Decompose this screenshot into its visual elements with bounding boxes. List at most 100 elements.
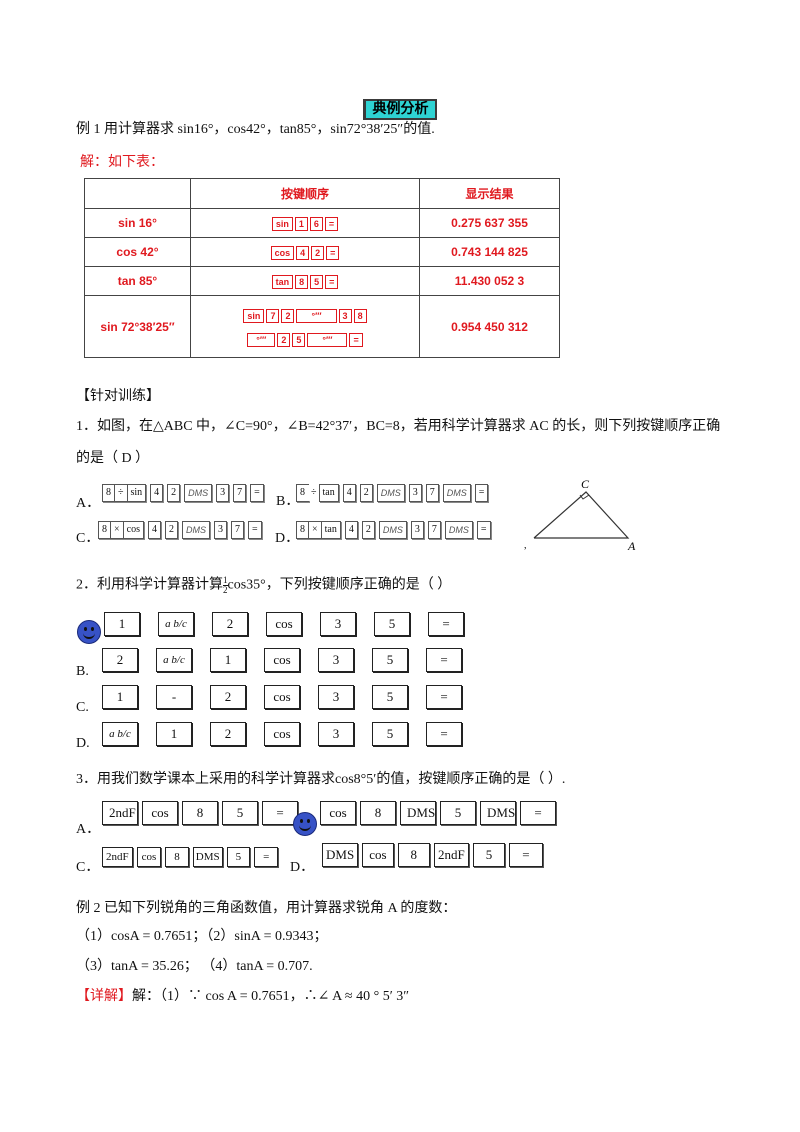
key: = [474,484,489,502]
key: cos [264,685,300,709]
q1-text-line2: 的是（ D ） [76,451,150,466]
q1-option-a-keys: 8 ÷ sin 4 2 DMS 3 7 = [102,484,268,502]
key: 3 [338,308,352,323]
q2-frac-den: 2 [223,585,228,595]
key: 8 [360,801,396,825]
detail-label: 【详解】 [76,989,132,1004]
key: cos [136,847,162,867]
key: 8 [182,801,218,825]
example2-item2: （3）tanA = 35.26； （4）tanA = 0.707. [76,959,313,974]
q2-text-post: cos35°，下列按键顺序正确的是（ ） [227,577,452,593]
q2-option-c-letter: C. [76,700,89,715]
key: °′″ [307,332,348,347]
key: 2 [102,648,138,672]
key: a b/c [102,722,138,746]
key: 2 [277,332,291,347]
key: = [426,685,462,709]
q1-option-b-letter: B． [276,494,300,509]
key: 3 [408,484,422,502]
key: 4 [342,484,356,502]
key: 1 [102,685,138,709]
key: DMS [322,843,359,867]
key: 7 [233,484,247,502]
q2-option-b-letter: B. [76,664,89,679]
row-result: 11.430 052 3 [419,266,560,296]
key: 6 [309,217,323,231]
key: cos [142,801,178,825]
key: DMS [444,521,473,539]
smiley-icon [77,620,101,644]
key: a b/c [156,648,192,672]
key: - [156,685,192,709]
q1-option-b-keys: 8 ÷ tan 4 2 DMS 3 7 DMS = [296,484,492,502]
key: = [520,801,556,825]
example1-question: 例 1 用计算器求 sin16°，cos42°，tan85°，sin72°38′… [76,122,435,137]
key: = [324,217,339,231]
q1-option-c-keys: 8 × cos 4 2 DMS 3 7 = [98,521,266,539]
example1-answer-intro: 解：如下表： [80,155,164,170]
key: 8 [397,843,431,867]
key: 1 [210,648,246,672]
q3-option-d-keys: DMS cos 8 2ndF 5 = [322,843,547,867]
key: = [349,332,363,347]
table-header-empty [84,178,191,209]
triangle-abc [533,491,630,539]
q3-option-c-letter: C． [76,860,100,875]
key: 3 [216,484,230,502]
key: × [308,521,322,539]
key: a b/c [158,612,194,636]
key: 3 [318,685,354,709]
vertex-label-c: C [581,477,590,491]
smiley-icon [293,812,317,836]
key: DMS [192,847,223,867]
right-angle-mark [579,494,590,500]
key: = [325,275,339,289]
table-header-row: 按键顺序 显示结果 [84,178,560,209]
vertex-label-a: A [627,539,636,553]
key: sin [126,484,147,502]
key: = [247,521,262,539]
key: 5 [374,612,410,636]
key: = [326,246,340,260]
key: DMS [442,484,471,502]
key: tan [320,521,341,539]
key: 4 [296,246,310,260]
key: DMS [184,484,213,502]
row-label: tan 85° [84,266,191,296]
q3-option-a-letter: A． [76,822,101,837]
key: 7 [427,521,441,539]
key: 8 [353,308,367,323]
key: 3 [318,648,354,672]
example2-detail: 【详解】解：（1）∵ cos A = 0.7651，∴∠ A ≈ 40 ° 5′… [76,988,409,1006]
key: cos [362,843,394,867]
key: × [110,521,124,539]
key: 2 [212,612,248,636]
key: cos [266,612,302,636]
key: = [476,521,491,539]
key: 7 [266,308,280,323]
key: ÷ [308,485,320,501]
key: 5 [292,332,306,347]
key: DMS [480,801,516,825]
key: 1 [104,612,140,636]
key: sin [271,217,293,231]
example2-item1: （1）cosA = 0.7651；（2）sinA = 0.9343； [76,929,328,944]
key: °′″ [296,308,337,323]
example2-question: 例 2 已知下列锐角的三角函数值，用计算器求锐角 A 的度数： [76,901,457,916]
key: cos [320,801,356,825]
key: 7 [230,521,244,539]
key: 8 [295,275,309,289]
row-result: 0.954 450 312 [419,295,560,358]
q1-option-d-letter: D． [275,531,300,546]
practice-heading: 【针对训练】 [76,389,160,404]
section-title-badge: 典例分析 [363,99,437,120]
key: 2 [167,484,181,502]
